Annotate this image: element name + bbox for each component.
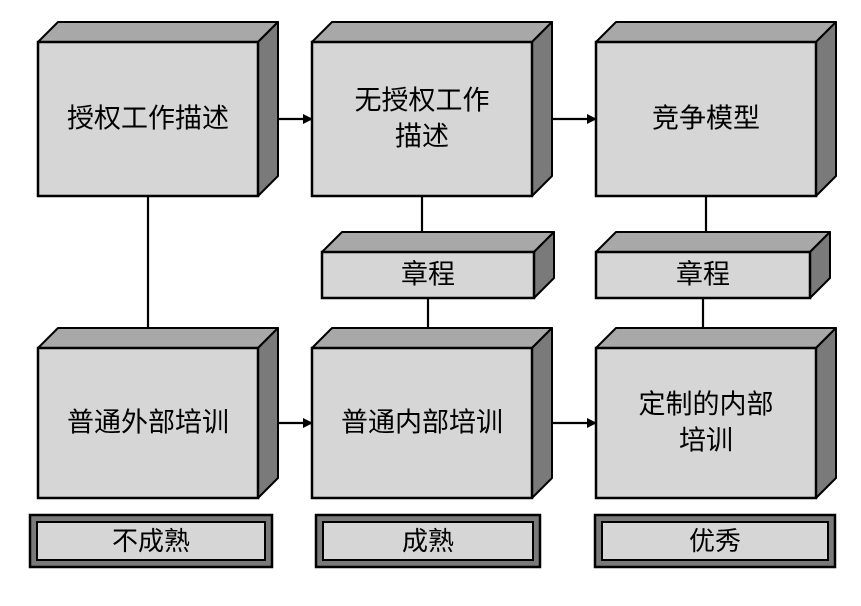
- box-competency: 竞争模型: [594, 21, 837, 198]
- level-tag-immature: 不成熟: [28, 513, 274, 569]
- level-tag-inner: [601, 521, 829, 561]
- box-top-face: [37, 327, 279, 349]
- box-side-face: [257, 21, 279, 197]
- box-front-face: [594, 346, 818, 500]
- box-label: 章程: [401, 260, 455, 291]
- box-top-face: [311, 21, 553, 43]
- box-side-face: [531, 21, 553, 197]
- level-tag-excellent: 优秀: [593, 513, 837, 569]
- box-auth-desc: 授权工作描述: [36, 21, 279, 198]
- box-label: 培训: [679, 426, 733, 457]
- box-label: 普通内部培训: [341, 408, 503, 439]
- box-front-face: [36, 40, 260, 198]
- box-ext-training: 普通外部培训: [36, 327, 279, 500]
- box-top-face: [595, 231, 831, 253]
- box-label: 竞争模型: [652, 104, 760, 135]
- box-front-face: [310, 40, 534, 198]
- level-tag-label: 不成熟: [112, 527, 190, 557]
- box-label: 无授权工作: [355, 86, 490, 117]
- level-tag-label: 优秀: [689, 527, 741, 557]
- level-tag-inner: [36, 521, 266, 561]
- level-tag-label: 成熟: [402, 527, 454, 557]
- box-side-face: [531, 327, 553, 499]
- box-top-face: [311, 327, 553, 349]
- box-top-face: [37, 21, 279, 43]
- level-tag-inner: [322, 521, 534, 561]
- box-side-face: [257, 327, 279, 499]
- box-label: 授权工作描述: [67, 104, 229, 135]
- box-top-face: [595, 327, 837, 349]
- box-top-face: [321, 231, 555, 253]
- box-side-face: [815, 21, 837, 197]
- box-front-face: [594, 250, 812, 300]
- box-label: 定制的内部: [639, 390, 774, 421]
- box-side-face: [815, 327, 837, 499]
- box-front-face: [320, 250, 536, 300]
- box-label: 描述: [395, 122, 449, 153]
- box-label: 普通外部培训: [67, 408, 229, 439]
- levels-layer: 不成熟 成熟 优秀: [28, 513, 837, 569]
- box-front-face: [36, 346, 260, 500]
- box-charter-mid: 章程: [320, 231, 555, 300]
- box-label: 章程: [676, 260, 730, 291]
- box-int-training: 普通内部培训: [310, 327, 553, 500]
- box-charter-right: 章程: [594, 231, 831, 300]
- box-top-face: [595, 21, 837, 43]
- box-front-face: [594, 40, 818, 198]
- box-front-face: [310, 346, 534, 500]
- level-tag-mature: 成熟: [314, 513, 542, 569]
